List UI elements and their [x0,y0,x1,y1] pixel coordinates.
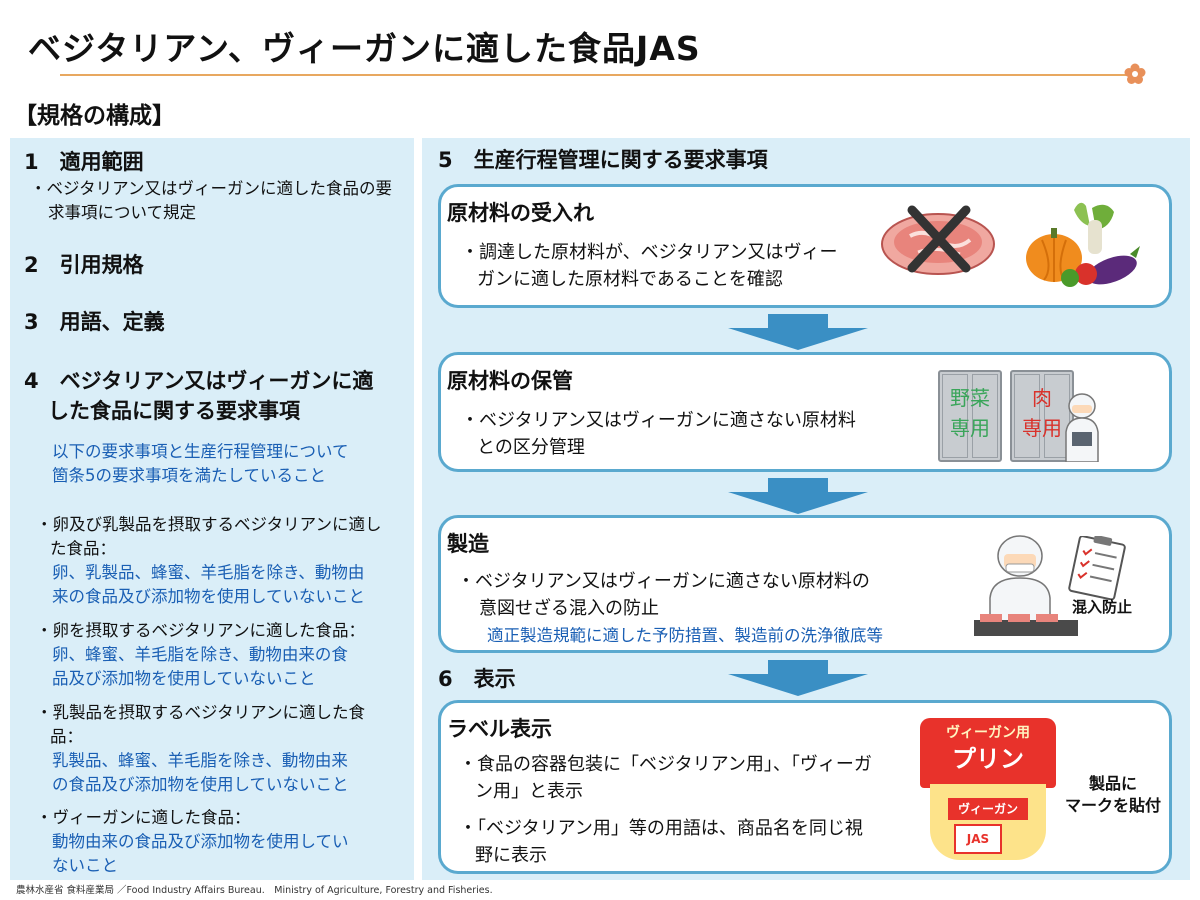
title-divider [60,74,1128,76]
bullet1-detail1: 卵、乳製品、蜂蜜、羊毛脂を除き、動物由 [52,563,365,582]
fridge1-label-top: 野菜 [950,386,990,410]
box4-caption: 製品に マークを貼付 [1058,773,1168,817]
item4-heading-line2: した食品に関する要求事項 [48,399,300,423]
left-panel [10,138,414,880]
fridge2-label-bottom: 専用 [1022,416,1062,440]
fridge1-label-bottom: 専用 [950,416,990,440]
box1-line2: ガンに適した原材料であることを確認 [477,269,783,290]
meat-fridge-icon: 肉 専用 [1010,370,1074,462]
checklist-icon [1068,536,1126,600]
box-manufacturing: 製造 ・ベジタリアン又はヴィーガンに適さない原材料の 意図せざる混入の防止 適正… [438,515,1172,653]
jas-mark: JAS [954,824,1002,854]
product-name: プリン [952,745,1024,773]
pudding-product-image: ヴィーガン用 プリン ヴィーガン JAS [920,718,1056,864]
product-lid [920,718,1056,788]
fridge2-label-top: 肉 [1032,386,1052,410]
box4-title: ラベル表示 [447,717,552,741]
item2-heading: 2 引用規格 [24,253,144,277]
bullet3-line1: ・乳製品を摂取するベジタリアンに適した食 [36,703,366,722]
item3-heading: 3 用語、定義 [24,310,165,334]
box4-caption-line2: マークを貼付 [1064,796,1161,815]
box4-line4: 野に表示 [475,845,547,866]
flow-arrow-1 [728,314,868,350]
bullet4-detail2: ないこと [52,856,118,875]
vegetables-icon [1026,202,1140,287]
box3-line2: 意図せざる混入の防止 [479,598,659,619]
flow-arrow-2 [728,478,868,514]
item1-text-line1: ・ベジタリアン又はヴィーガンに適した食品の要 [30,179,393,198]
box2-line2: との区分管理 [477,437,585,458]
box3-note: 適正製造規範に適した予防措置、製造前の洗浄徹底等 [487,626,883,645]
box3-caption: 混入防止 [1072,598,1133,616]
bullet3-detail1: 乳製品、蜂蜜、羊毛脂を除き、動物由来 [52,751,348,770]
box4-line3: ・「ベジタリアン用」等の用語は、商品名を同じ視 [459,818,863,839]
box3-title: 製造 [447,532,489,556]
bullet4-detail1: 動物由来の食品及び添加物を使用してい [52,832,349,851]
item5-heading: 5 生産行程管理に関する要求事項 [438,148,768,172]
meat-crossed-out-icon [881,205,995,275]
product-top-label: ヴィーガン用 [946,725,1030,741]
flow-arrow-3 [728,660,868,696]
bullet3-line2: 品： [50,727,83,746]
box4-line2: ン用」と表示 [475,781,583,802]
bullet2-detail2: 品及び添加物を使用していないこと [52,669,316,688]
item4-note-line2: 箇条5の要求事項を満たしていること [52,466,327,485]
product-band: ヴィーガン [948,798,1028,820]
page-title: ベジタリアン、ヴィーガンに適した食品JAS [28,29,701,68]
box4-line1: ・食品の容器包装に「ベジタリアン用」、「ヴィーガ [459,754,872,775]
item4-note-line1: 以下の要求事項と生産行程管理について [52,442,349,461]
bullet2-detail1: 卵、蜂蜜、羊毛脂を除き、動物由来の食 [52,645,348,664]
bullet4-line1: ・ヴィーガンに適した食品： [36,808,251,827]
box2-line1: ・ベジタリアン又はヴィーガンに適さない原材料 [461,410,856,431]
item6-heading: 6 表示 [438,667,516,691]
bullet3-detail2: の食品及び添加物を使用していないこと [52,775,349,794]
worker-icon [1065,393,1099,462]
plum-blossom-icon [1124,63,1146,84]
vegetable-fridge-icon: 野菜 専用 [938,370,1002,462]
food-factory-worker-icon [974,535,1078,636]
footer: 農林水産省 食料産業局 ／Food Industry Affairs Burea… [16,885,493,896]
box3-line1: ・ベジタリアン又はヴィーガンに適さない原材料の [457,571,870,592]
bullet1-detail2: 来の食品及び添加物を使用していないこと [52,587,366,606]
box1-line1: ・調達した原材料が、ベジタリアン又はヴィー [461,242,838,263]
item4-heading-line1: 4 ベジタリアン又はヴィーガンに適 [24,369,374,393]
box4-caption-line1: 製品に [1088,774,1137,793]
section-label: 【規格の構成】 [14,103,175,129]
bullet1-line1: ・卵及び乳製品を摂取するベジタリアンに適し [36,515,382,534]
item1-text-line2: 求事項について規定 [48,203,197,222]
box-material-receipt: 原材料の受入れ ・調達した原材料が、ベジタリアン又はヴィー ガンに適した原材料で… [438,184,1172,308]
bullet2-line1: ・卵を摂取するベジタリアンに適した食品： [36,621,366,640]
item1-heading: 1 適用範囲 [24,150,144,174]
box2-title: 原材料の保管 [447,369,573,393]
box1-title: 原材料の受入れ [447,201,594,225]
bullet1-line2: た食品： [50,539,116,558]
